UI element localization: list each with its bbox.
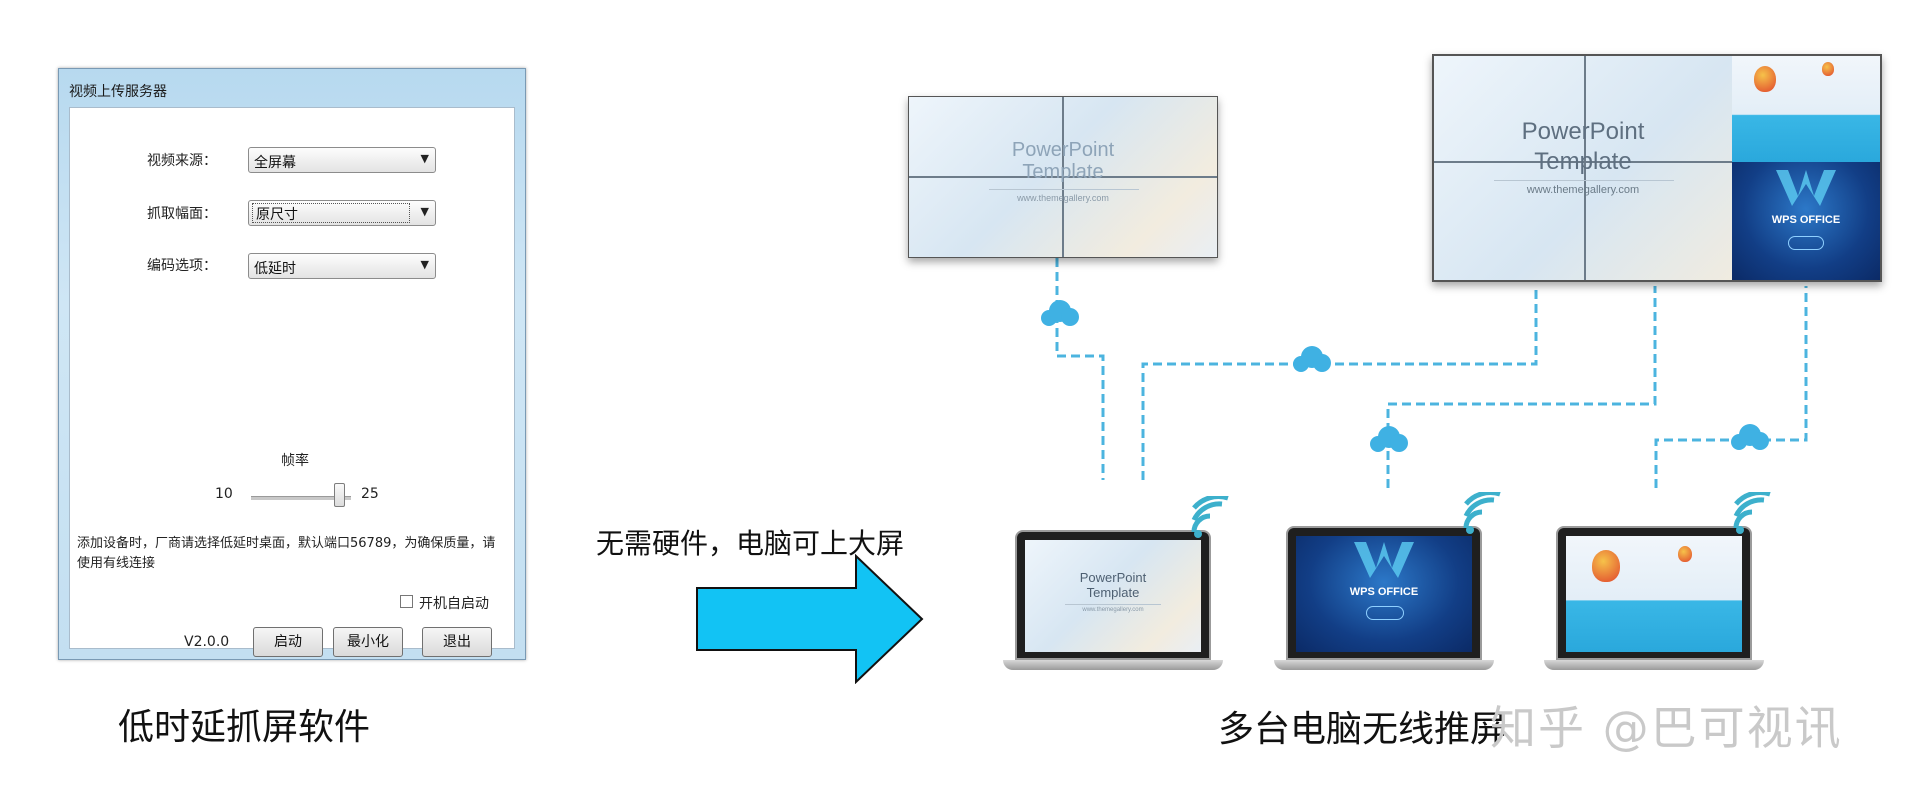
- window-client-area: 视频来源： 全屏幕 ▼ 抓取幅面： 原尺寸 ▼ 编码选项： 低延时 ▼ 帧率 1…: [69, 107, 515, 657]
- connection-note: 添加设备时，厂商请选择低延时桌面，默认端口56789，为确保质量，请使用有线连接: [77, 536, 496, 571]
- frame-rate-slider[interactable]: [251, 496, 351, 500]
- video-upload-server-window: 视频上传服务器 视频来源： 全屏幕 ▼ 抓取幅面： 原尺寸 ▼ 编码选项： 低延…: [58, 68, 526, 660]
- slide-title-line2: Template: [1022, 161, 1104, 183]
- laptop-1: PowerPoint Template www.themegallery.com: [1003, 530, 1223, 670]
- slide-url: www.themegallery.com: [1526, 184, 1640, 196]
- no-hardware-slogan: 无需硬件，电脑可上大屏: [596, 527, 905, 560]
- slide-title-line1: PowerPoint: [1521, 118, 1645, 145]
- slide-url: www.themegallery.com: [1017, 193, 1109, 203]
- chevron-down-icon: ▼: [420, 205, 429, 218]
- wifi-icon: [1191, 496, 1229, 538]
- wps-logo-icon: [1776, 170, 1836, 206]
- chevron-down-icon: ▼: [420, 152, 429, 165]
- laptop-2: WPS OFFICE: [1274, 526, 1494, 670]
- zhihu-watermark: 知乎 @巴可视讯: [1490, 701, 1843, 755]
- cloud-icon: [1291, 346, 1331, 372]
- version-label: V2.0.0: [184, 634, 230, 650]
- wps-office-text: WPS OFFICE: [1771, 214, 1841, 226]
- frame-rate-min: 10: [215, 486, 233, 502]
- wifi-icon: [1463, 492, 1501, 534]
- video-wall-right: PowerPoint Template www.themegallery.com…: [1432, 54, 1882, 282]
- wps-slide-tile: WPS OFFICE: [1732, 162, 1880, 280]
- frame-rate-label: 帧率: [281, 453, 309, 469]
- wifi-icon: [1733, 492, 1771, 534]
- cloud-icon: [1039, 300, 1079, 326]
- video-source-value: 全屏幕: [254, 155, 296, 171]
- start-button[interactable]: 启动: [253, 627, 323, 657]
- balloon-slide-tile: [1732, 56, 1880, 162]
- wps-office-text: WPS OFFICE: [1349, 586, 1419, 598]
- slide-title-line1: PowerPoint: [1011, 139, 1115, 161]
- frame-rate-max: 25: [361, 486, 379, 502]
- cloud-icon: [1368, 426, 1408, 452]
- encoding-label: 编码选项：: [147, 258, 217, 274]
- window-title: 视频上传服务器: [69, 84, 167, 100]
- slide-title-line1: PowerPoint: [1079, 570, 1147, 585]
- capture-size-select[interactable]: 原尺寸 ▼: [248, 200, 436, 226]
- autostart-checkbox[interactable]: [400, 595, 413, 608]
- slide-title-line2: Template: [1086, 585, 1140, 600]
- frame-rate-slider-thumb[interactable]: [334, 483, 345, 507]
- wps-logo-icon: [1354, 542, 1414, 578]
- right-arrow-icon: [696, 554, 924, 684]
- chevron-down-icon: ▼: [420, 258, 429, 271]
- exit-button[interactable]: 退出: [422, 627, 492, 657]
- laptop-3: [1544, 526, 1764, 670]
- autostart-label: 开机自启动: [419, 596, 489, 612]
- capture-size-label: 抓取幅面：: [147, 206, 217, 222]
- caption-multi-pc-wireless: 多台电脑无线推屏: [1218, 709, 1507, 750]
- slide-title-line2: Template: [1534, 148, 1632, 175]
- video-wall-left: PowerPoint Template www.themegallery.com: [908, 96, 1218, 258]
- capture-size-value: 原尺寸: [252, 203, 410, 223]
- caption-low-latency-software: 低时延抓屏软件: [118, 707, 371, 748]
- encoding-select[interactable]: 低延时 ▼: [248, 253, 436, 279]
- slide-url: www.themegallery.com: [1082, 607, 1144, 613]
- cloud-icon: [1729, 424, 1769, 450]
- minimize-button[interactable]: 最小化: [333, 627, 403, 657]
- encoding-value: 低延时: [254, 261, 296, 277]
- video-source-label: 视频来源：: [147, 153, 217, 169]
- video-source-select[interactable]: 全屏幕 ▼: [248, 147, 436, 173]
